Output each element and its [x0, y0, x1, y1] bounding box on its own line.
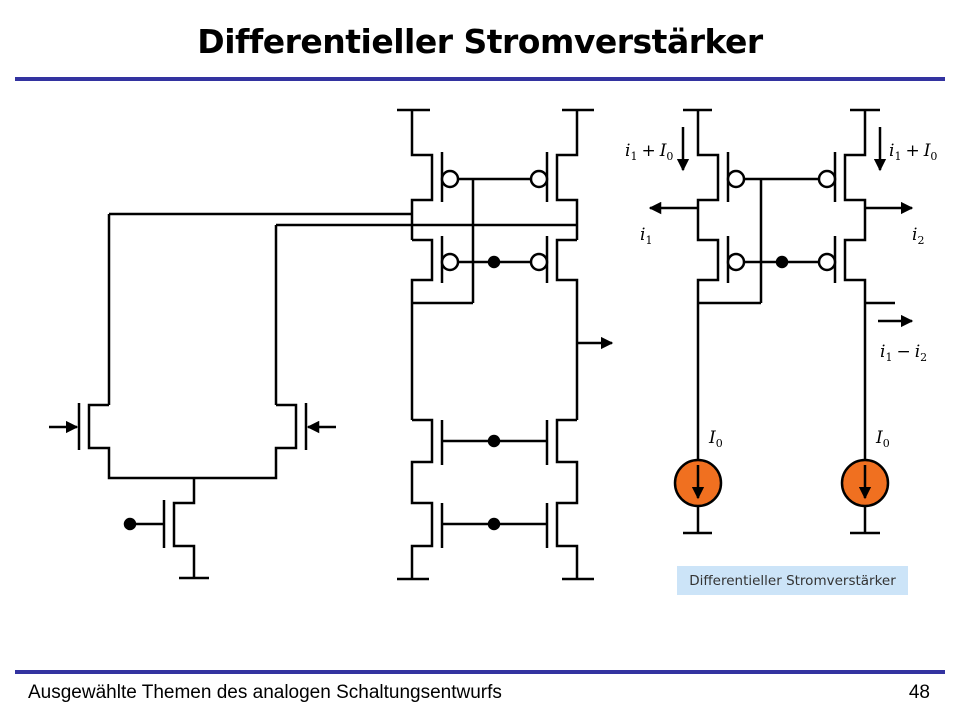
- label-i1-plus-I0-right: i1+I0: [889, 141, 937, 163]
- footer-text: Ausgewählte Themen des analogen Schaltun…: [28, 682, 502, 703]
- caption-text: Differentieller Stromverstärker: [689, 572, 896, 589]
- label-I0-left: I0: [708, 428, 723, 450]
- right-circuit-nodes: [726, 169, 837, 272]
- slide-title: Differentieller Stromverstärker: [197, 22, 763, 61]
- label-i1-minus-i2: i1−i2: [880, 342, 927, 364]
- left-circuit: [49, 108, 614, 581]
- current-source-left: [673, 458, 723, 508]
- title-divider: [15, 77, 945, 81]
- left-circuit-nodes: [123, 169, 549, 531]
- label-I0-right: I0: [875, 428, 890, 450]
- footer-divider: [15, 670, 945, 674]
- label-i1: i1: [640, 225, 652, 247]
- label-i1-plus-I0-left: i1+I0: [625, 141, 673, 163]
- page-number: 48: [908, 682, 930, 703]
- caption-box: Differentieller Stromverstärker: [677, 566, 908, 595]
- right-circuit: [648, 108, 914, 535]
- current-source-right: [840, 458, 890, 508]
- label-i2: i2: [912, 225, 924, 247]
